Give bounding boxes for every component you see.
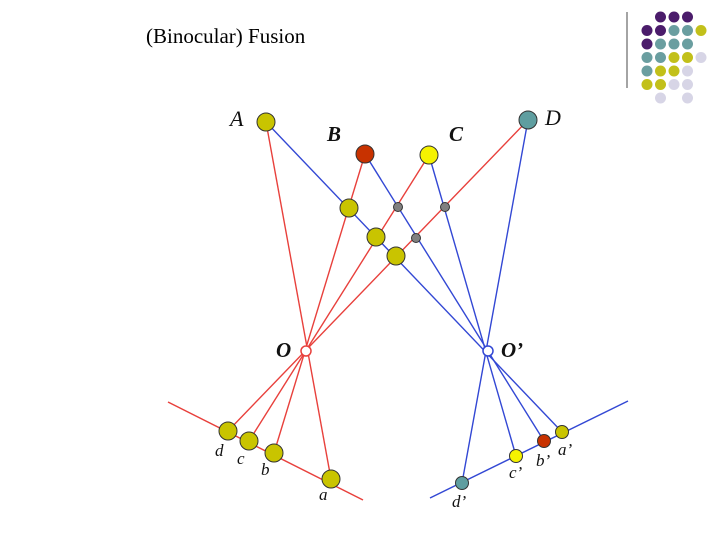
- label-d: d: [215, 441, 224, 460]
- label-b: b: [261, 460, 270, 479]
- decorative-dot: [655, 38, 666, 50]
- decorative-dot: [655, 11, 666, 23]
- decorative-dot: [682, 52, 693, 63]
- decorative-dot: [682, 38, 693, 50]
- decorative-dot: [668, 52, 680, 63]
- scene-point-A: [256, 112, 276, 132]
- decorative-dot: [682, 79, 693, 90]
- label-D: D: [544, 105, 561, 130]
- left-image-point-b: [264, 443, 284, 463]
- scene-point-D: [518, 110, 538, 130]
- decorative-dot: [655, 65, 666, 77]
- decorative-dot: [641, 79, 653, 90]
- left-image-point-c: [239, 431, 259, 451]
- left-eye-rays: [227, 119, 529, 480]
- label-A: A: [228, 106, 244, 131]
- fusion-point: [366, 227, 386, 247]
- right-eye-rays: [265, 119, 563, 484]
- decorative-dot: [682, 11, 693, 23]
- decorative-dot: [695, 25, 707, 36]
- label-C: C: [449, 122, 464, 146]
- label-a: a: [319, 485, 328, 504]
- false-match-point: [440, 202, 450, 212]
- decorative-dot: [641, 65, 653, 77]
- decorative-dot: [655, 25, 666, 36]
- label-c-prime: c’: [509, 463, 523, 482]
- label-c: c: [237, 449, 245, 468]
- decorative-dot: [668, 38, 680, 50]
- fusion-point: [339, 198, 359, 218]
- label-O-prime: O’: [501, 338, 523, 362]
- left-image-point-d: [218, 421, 238, 441]
- decorative-dot: [641, 38, 653, 50]
- decorative-dot: [668, 11, 680, 23]
- label-d-prime: d’: [452, 492, 467, 511]
- decorative-dot: [655, 52, 666, 63]
- decorative-dot: [668, 25, 680, 36]
- scene-point-B: [355, 144, 375, 164]
- label-B: B: [326, 122, 341, 146]
- right-image-point-c-prime: [509, 449, 523, 463]
- scene-point-C: [419, 145, 439, 165]
- right-optical-center: [482, 345, 494, 357]
- label-O: O: [276, 338, 291, 362]
- right-image-point-a-prime: [555, 425, 569, 439]
- false-match-point: [411, 233, 421, 243]
- decorative-dot: [682, 25, 693, 36]
- left-optical-center: [300, 345, 312, 357]
- decorative-dot: [695, 52, 707, 63]
- label-b-prime: b’: [536, 451, 551, 470]
- decorative-dot: [641, 25, 653, 36]
- false-match-point: [393, 202, 403, 212]
- decorative-dot: [682, 92, 693, 104]
- left-image-point-a: [321, 469, 341, 489]
- slide-title: (Binocular) Fusion: [146, 24, 306, 48]
- fusion-point: [386, 246, 406, 266]
- decorative-dot: [668, 65, 680, 77]
- decorative-dot: [655, 79, 666, 90]
- decorative-dot: [641, 52, 653, 63]
- decorative-dot: [655, 92, 666, 104]
- decorative-dot: [668, 79, 680, 90]
- right-image-point-d-prime: [455, 476, 469, 490]
- label-a-prime: a’: [558, 440, 573, 459]
- right-image-point-b-prime: [537, 434, 551, 448]
- decorative-dot-grid: [641, 11, 707, 104]
- decorative-dot: [682, 65, 693, 77]
